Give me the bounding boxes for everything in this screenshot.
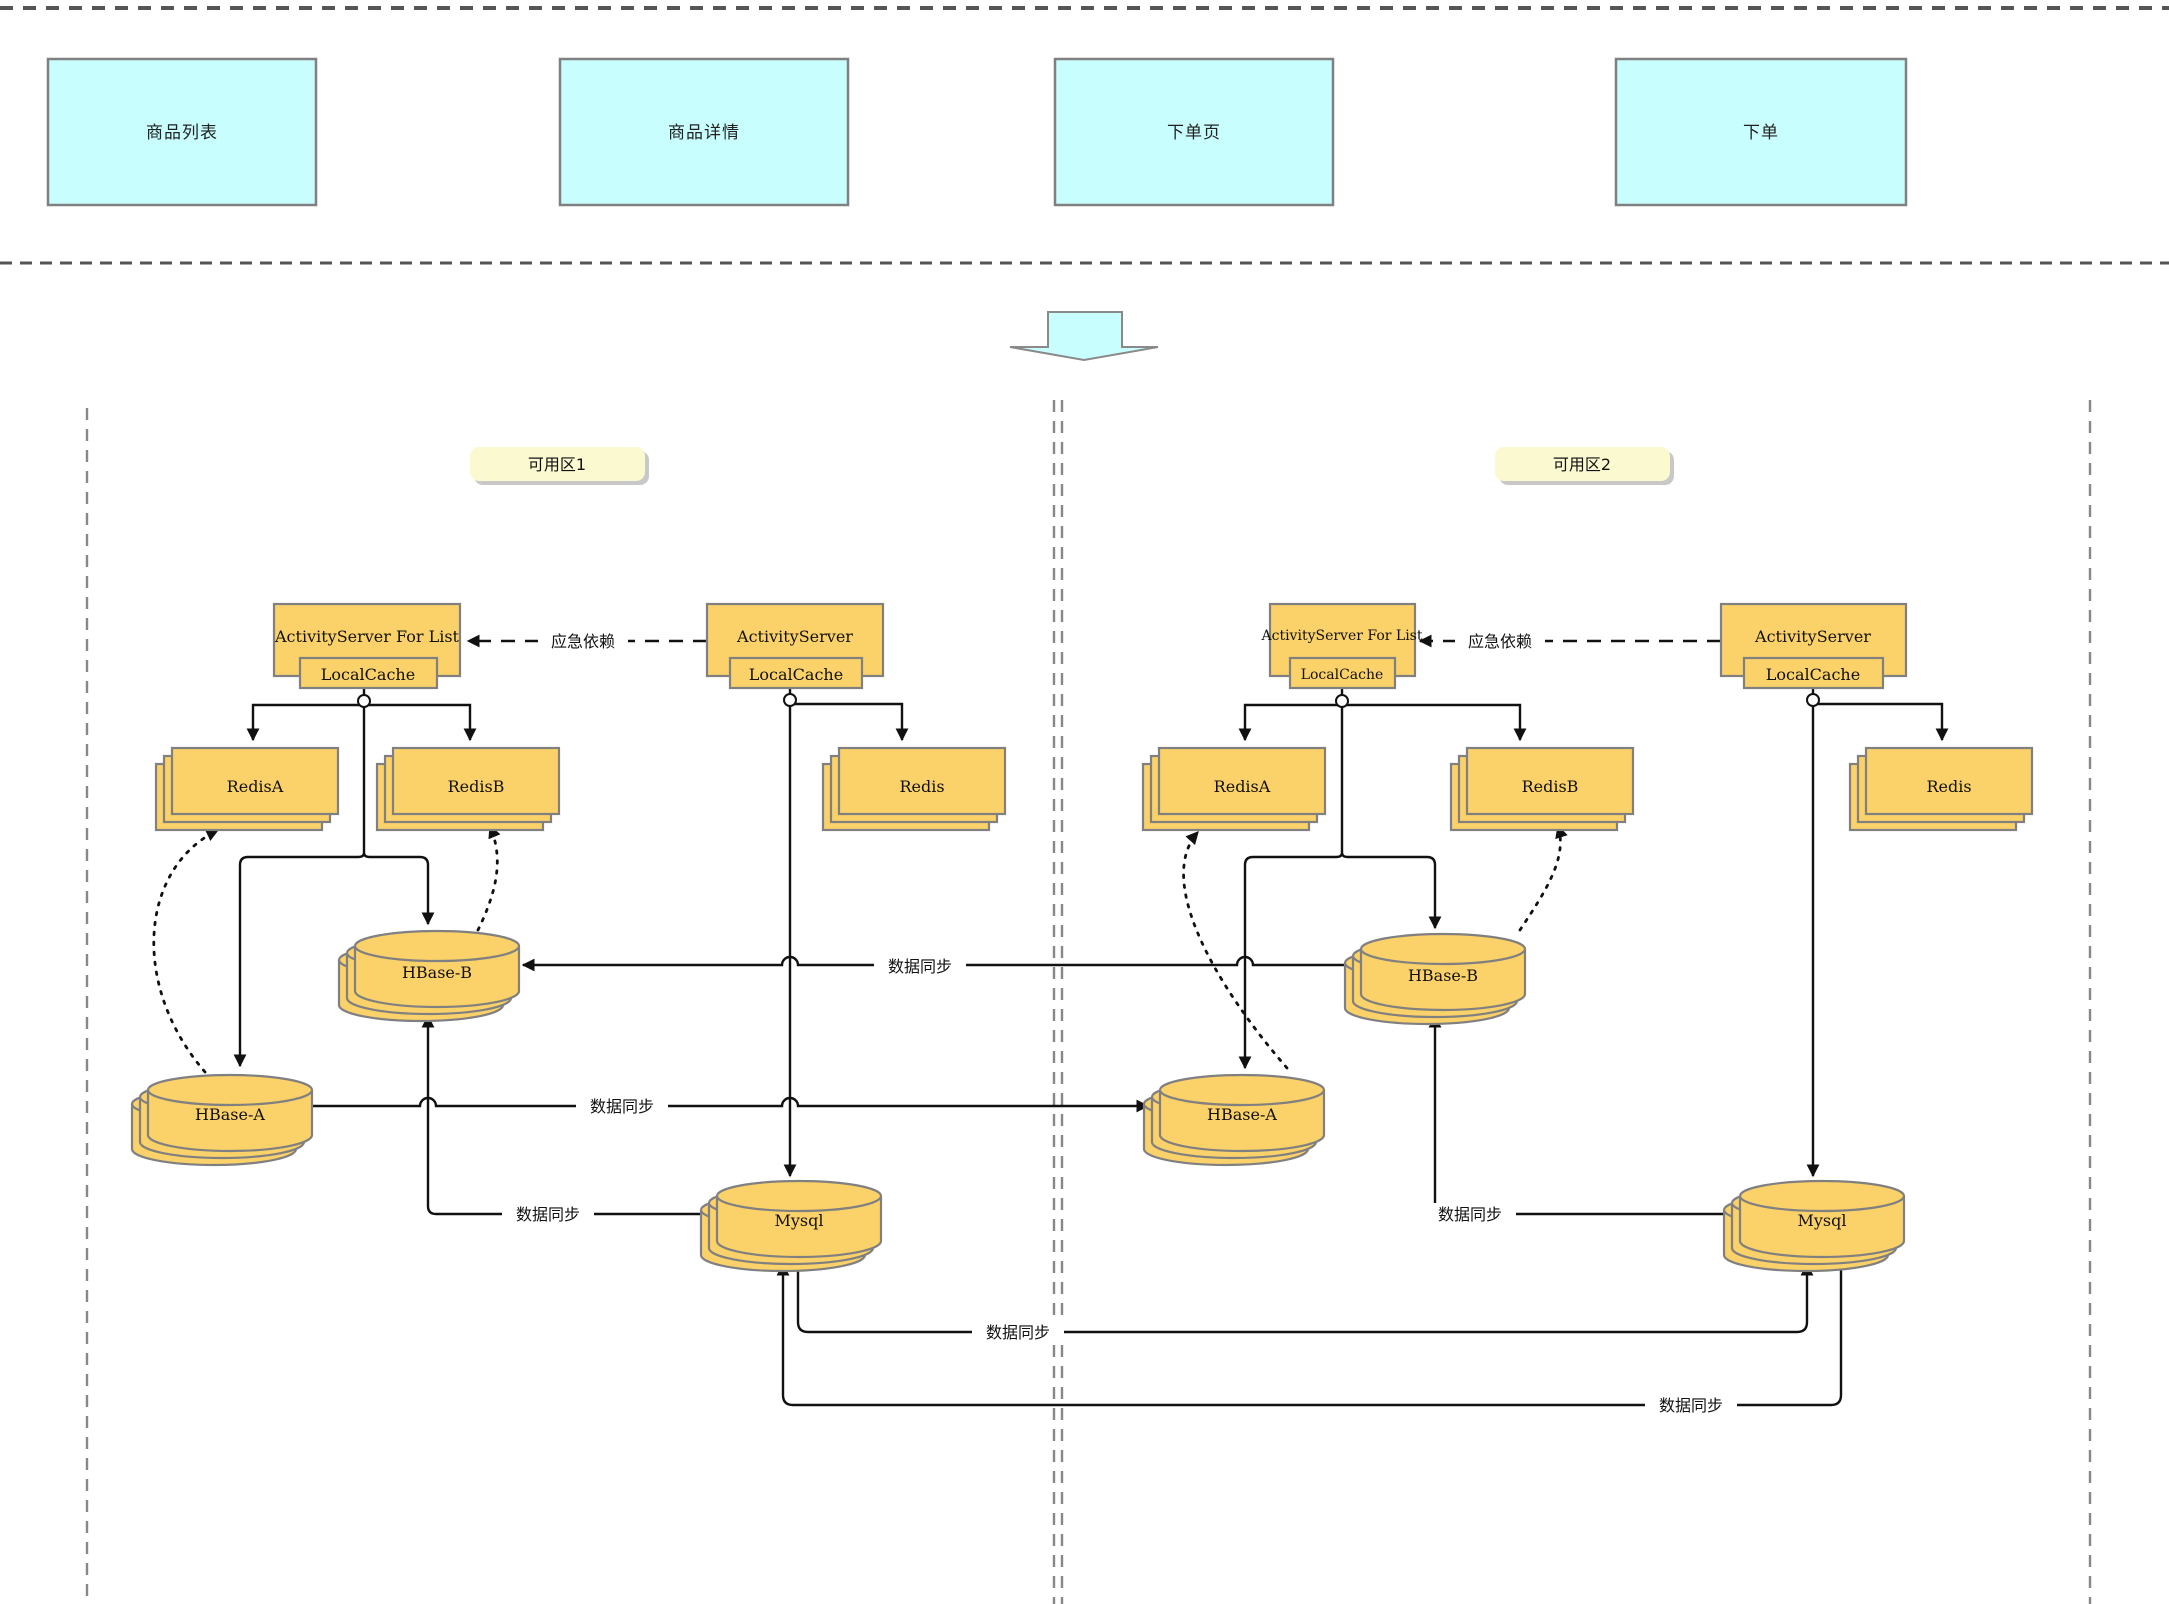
- dotted-hbaseb2-redisb2: [1518, 824, 1568, 932]
- sync-line-mysql2-hbaseb2: [1428, 1014, 1737, 1216]
- zone2-asfl-localcache: [1288, 656, 1397, 690]
- zone1-title-badge: 可用区1: [470, 447, 649, 485]
- sync-line-mysql2-mysql1: [776, 1252, 1843, 1407]
- zone2-redis-stack: Redis: [1848, 746, 2034, 832]
- zone1-mysql-label: Mysql: [775, 1211, 824, 1230]
- page-box-product-detail-label: 商品详情: [668, 123, 740, 143]
- zone1-asfl-localcache-label: LocalCache: [321, 665, 415, 684]
- sync-line-hbasea: [312, 1096, 1150, 1113]
- zone2-hbase-a-cylinder: HBase-A: [1142, 1073, 1326, 1167]
- dotted-hbasea2-redisa2: [1182, 830, 1289, 1070]
- zone1-asfl-localcache: [298, 656, 439, 690]
- sync-label-hbasea: 数据同步: [590, 1097, 654, 1116]
- zone2-hbase-b-label: HBase-B: [1408, 966, 1478, 985]
- zone1-redis-stack: Redis: [821, 746, 1007, 832]
- zone1-hbase-b-label: HBase-B: [402, 963, 472, 982]
- zone1-redis-a-stack: RedisA: [154, 746, 340, 832]
- zone2-title-badge: 可用区2: [1495, 447, 1674, 485]
- page-box-order-page: [1053, 57, 1335, 207]
- zone2-as-localcache-label: LocalCache: [1766, 665, 1860, 684]
- zone2-mysql-label: Mysql: [1798, 1211, 1847, 1230]
- sync-label-mysql1-mysql2: 数据同步: [986, 1323, 1050, 1342]
- zone2-asfl-localcache-label: LocalCache: [1301, 667, 1384, 683]
- zone1-redis-label: Redis: [899, 777, 944, 796]
- zone2-redis-b-label: RedisB: [1522, 777, 1579, 796]
- zone2-emergency-dep-label: 应急依赖: [1468, 632, 1532, 651]
- zone1-redis-a-label: RedisA: [227, 777, 284, 796]
- zone2-redis-a-stack: RedisA: [1141, 746, 1327, 832]
- zone1-emergency-dep-label: 应急依赖: [551, 632, 615, 651]
- page-box-product-list: [46, 57, 318, 207]
- sync-label-mysql1-hbaseb1: 数据同步: [516, 1205, 580, 1224]
- zone2-mysql-cylinder: Mysql: [1722, 1179, 1906, 1273]
- dotted-hbasea1-redisa1: [152, 828, 220, 1074]
- page-box-product-detail: [558, 57, 850, 207]
- zone2-activity-server-label: ActivityServer: [1754, 627, 1871, 646]
- zone-2: ActivityServer For List LocalCache Activ…: [1141, 602, 2034, 1273]
- zone2-redis-label: Redis: [1926, 777, 1971, 796]
- down-block-arrow: [1009, 311, 1159, 362]
- zone2-redis-b-stack: RedisB: [1449, 746, 1635, 832]
- dotted-hbaseb1-redisb1: [476, 824, 501, 932]
- sync-label-hbaseb: 数据同步: [888, 957, 952, 976]
- sync-label-mysql2-mysql1: 数据同步: [1659, 1396, 1723, 1415]
- sync-label-mysql2-hbaseb2: 数据同步: [1438, 1205, 1502, 1224]
- zone1-hbase-b-cylinder: HBase-B: [337, 929, 521, 1023]
- zone2-title: 可用区2: [1553, 455, 1611, 474]
- zone2-redis-a-label: RedisA: [1214, 777, 1271, 796]
- sync-line-mysql1-mysql2: [796, 1250, 1814, 1334]
- page-box-place-order-label: 下单: [1743, 123, 1779, 143]
- line-labels: 应急依赖 应急依赖 数据同步 数据同步 数据同步 数据同步 数据同步 数据同步: [502, 629, 1737, 1416]
- zone1-activity-server-label: ActivityServer: [736, 627, 853, 646]
- zone-1: ActivityServer For List LocalCache Activ…: [130, 602, 1007, 1273]
- zone1-redis-b-stack: RedisB: [375, 746, 561, 832]
- zone1-as-localcache: [728, 656, 864, 690]
- zone2-as-localcache: [1742, 656, 1885, 690]
- page-box-product-list-label: 商品列表: [146, 123, 218, 143]
- page-flow-row: 商品列表 商品详情 下单页 下单: [46, 57, 1908, 207]
- zone1-hbase-a-cylinder: HBase-A: [130, 1073, 314, 1167]
- page-box-place-order: [1614, 57, 1908, 207]
- sync-line-hbaseb: [521, 955, 1361, 972]
- zone1-hbase-a-label: HBase-A: [195, 1105, 265, 1124]
- zone2-hbase-a-label: HBase-A: [1207, 1105, 1277, 1124]
- page-box-order-page-label: 下单页: [1167, 123, 1221, 143]
- zone2-hbase-b-cylinder: HBase-B: [1343, 932, 1527, 1026]
- zone1-redis-b-label: RedisB: [448, 777, 505, 796]
- zone1-as-localcache-label: LocalCache: [749, 665, 843, 684]
- zone1-mysql-cylinder: Mysql: [699, 1179, 883, 1273]
- zone1-title: 可用区1: [528, 455, 586, 474]
- zone2-activity-server-for-list-label: ActivityServer For List: [1261, 628, 1423, 644]
- zone1-activity-server-for-list-label: ActivityServer For List: [274, 627, 460, 646]
- sync-line-mysql1-hbaseb1: [421, 1014, 718, 1216]
